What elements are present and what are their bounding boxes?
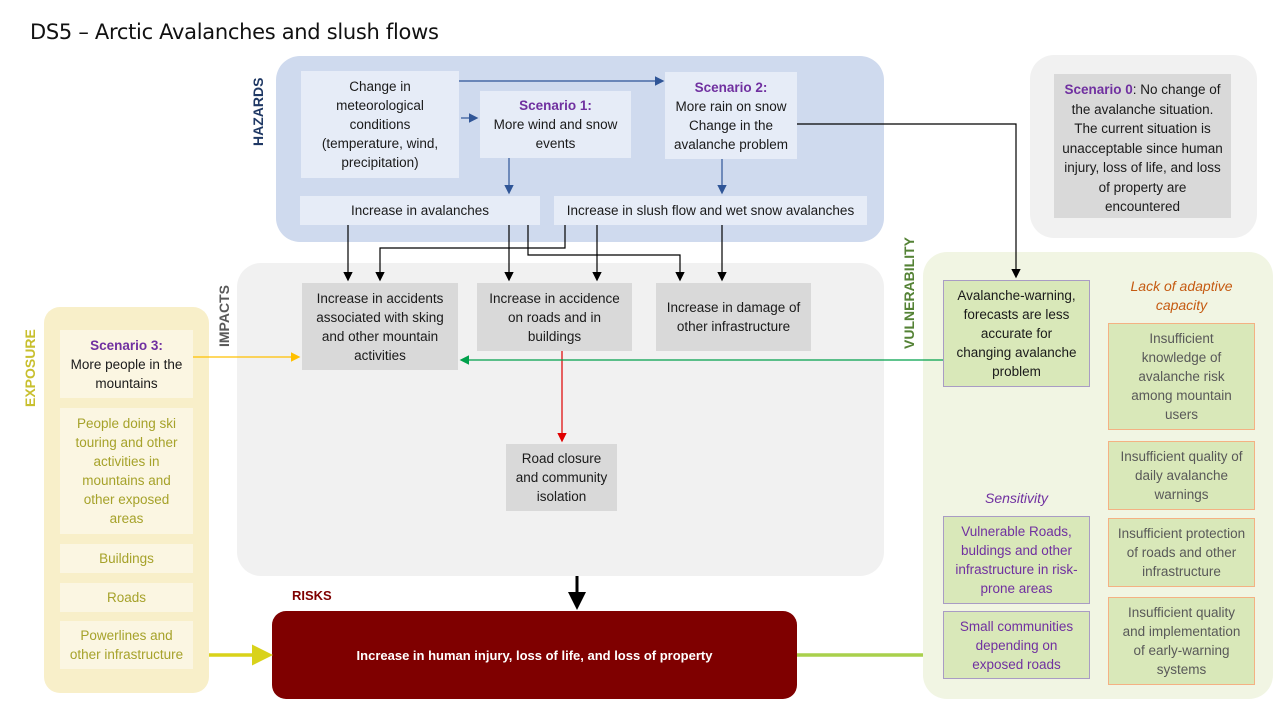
page-title: DS5 – Arctic Avalanches and slush flows: [30, 20, 439, 44]
scenario2-box: Scenario 2: More rain on snow Change in …: [665, 72, 797, 159]
exposure-label: EXPOSURE: [22, 329, 38, 407]
scenario1-label: Scenario 1:: [519, 98, 592, 113]
scenario3-text: More people in the mountains: [70, 356, 183, 391]
exposure-roads-box: Roads: [60, 583, 193, 612]
adaptive-warnings-box: Insufficient quality of daily avalanche …: [1108, 441, 1255, 510]
scenario3-label: Scenario 3:: [90, 337, 163, 353]
warning-box: Avalanche-warning, forecasts are less ac…: [943, 280, 1090, 387]
avalanches-box: Increase in avalanches: [300, 196, 540, 225]
adaptive-early-warning-box: Insufficient quality and implementation …: [1108, 597, 1255, 685]
adaptive-heading: Lack of adaptive capacity: [1130, 278, 1233, 313]
impacts-label: IMPACTS: [216, 285, 232, 347]
met-change-box: Change in meteorological conditions (tem…: [301, 71, 459, 178]
scenario1-text: More wind and snow events: [493, 117, 618, 151]
risks-label: RISKS: [292, 588, 332, 603]
sensitivity-communities-box: Small communities depending on exposed r…: [943, 611, 1090, 679]
scenario3-box: Scenario 3: More people in the mountains: [60, 330, 193, 398]
scenario1-box: Scenario 1: More wind and snow events: [480, 91, 631, 158]
exposure-powerlines-box: Powerlines and other infrastructure: [60, 621, 193, 669]
scenario2-label: Scenario 2:: [694, 79, 768, 95]
scenario2-text2: Change in the avalanche problem: [673, 117, 789, 152]
accidence-roads-box: Increase in accidence on roads and in bu…: [477, 283, 632, 351]
exposure-people-box: People doing ski touring and other activ…: [60, 408, 193, 534]
accidents-skiing-box: Increase in accidents associated with sk…: [302, 283, 458, 370]
exposure-buildings-box: Buildings: [60, 544, 193, 573]
sensitivity-roads-box: Vulnerable Roads, buldings and other inf…: [943, 516, 1090, 604]
risk-box: Increase in human injury, loss of life, …: [272, 611, 797, 699]
scenario0-text: : No change of the avalanche situation. …: [1062, 82, 1223, 214]
slush-box: Increase in slush flow and wet snow aval…: [554, 196, 867, 225]
scenario2-text1: More rain on snow: [675, 98, 787, 114]
scenario0-label: Scenario 0: [1064, 82, 1133, 97]
vulnerability-label: VULNERABILITY: [901, 237, 917, 349]
adaptive-protection-box: Insufficient protection of roads and oth…: [1108, 518, 1255, 587]
scenario0-box: Scenario 0: No change of the avalanche s…: [1054, 74, 1231, 218]
hazards-label: HAZARDS: [250, 77, 266, 146]
adaptive-knowledge-box: Insufficient knowledge of avalanche risk…: [1108, 323, 1255, 430]
damage-infra-box: Increase in damage of other infrastructu…: [656, 283, 811, 351]
road-closure-box: Road closure and community isolation: [506, 444, 617, 511]
sensitivity-heading: Sensitivity: [984, 490, 1049, 506]
